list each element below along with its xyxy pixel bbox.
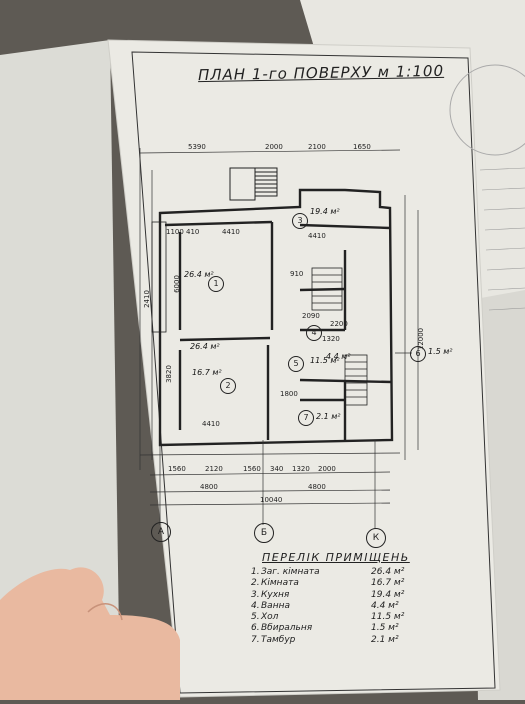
dim-bottom-1560-a: 1560 — [168, 465, 186, 473]
room-1-area: 26.4 м² — [184, 270, 214, 279]
room-2-area: 16.7 м² — [192, 368, 222, 377]
paper-sheet — [107, 39, 501, 698]
stair-top — [229, 167, 278, 201]
dim-910: 910 — [290, 270, 304, 278]
legend-heading: ПЕРЕЛІК ПРИМІЩЕНЬ — [262, 551, 410, 564]
dim-bottom-1320: 1320 — [292, 465, 310, 473]
finger-edge — [87, 603, 123, 621]
dim-1100: 1100 — [166, 228, 184, 236]
room-3-area: 19.4 м² — [310, 207, 340, 216]
legend-name: Вбиральня — [261, 623, 313, 634]
legend-num: 4. — [251, 600, 260, 611]
legend-row: 4. Ванна 4.4 м² — [251, 601, 421, 612]
dim-bottom-2120: 2120 — [205, 465, 223, 473]
legend-area: 26.4 м² — [371, 567, 405, 577]
dim-1800: 1800 — [280, 390, 298, 398]
room-1-marker: 1 — [208, 276, 224, 292]
dim-4410-c: 4410 — [202, 420, 220, 428]
legend-name: Заг. кімната — [261, 567, 320, 577]
room-2-marker: 2 — [220, 378, 236, 394]
dim-4410-a: 4410 — [222, 228, 240, 236]
dim-410: 410 — [186, 228, 200, 236]
balcony-window — [151, 221, 167, 333]
dim-2200: 2200 — [330, 320, 348, 328]
dim-half-4800-a: 4800 — [200, 483, 218, 491]
legend-num: 5. — [251, 612, 260, 623]
room-7-area: 2.1 м² — [316, 412, 341, 421]
dim-top-total: 5390 — [188, 143, 206, 151]
legend-row: 6. Вбиральня 1.5 м² — [251, 623, 421, 634]
legend-row: 5. Хол 11.5 м² — [251, 612, 421, 623]
dim-top-b: 2100 — [308, 143, 326, 151]
drawing-frame — [131, 51, 496, 694]
dimension-lines — [139, 148, 419, 528]
legend-row: 1. Заг. кімната 26.4 м² — [251, 567, 421, 578]
legend-num: 1. — [251, 567, 260, 577]
room-7-marker: 7 — [298, 410, 314, 426]
room-6-area: 1.5 м² — [428, 347, 453, 356]
dim-top-c: 1650 — [353, 143, 371, 151]
legend-name: Кімната — [261, 578, 299, 589]
dim-3820: 3820 — [164, 365, 173, 383]
legend-row: 3. Кухня 19.4 м² — [251, 590, 421, 601]
room-5-area: 11.5 м² — [310, 356, 340, 365]
legend-name: Хол — [261, 612, 279, 623]
axis-marker-a: A — [151, 522, 171, 542]
room-4-marker: 4 — [306, 325, 322, 341]
room-3-marker: 3 — [292, 213, 308, 229]
legend-area: 16.7 м² — [371, 578, 405, 589]
legend-name: Тамбур — [261, 634, 296, 645]
room-6-marker: 6 — [410, 346, 426, 362]
legend-num: 7. — [251, 634, 260, 645]
room-5-marker: 5 — [288, 356, 304, 372]
legend-num: 3. — [251, 589, 260, 600]
dim-bottom-340: 340 — [270, 465, 284, 473]
stamp-seal — [449, 64, 525, 156]
legend-row: 7. Тамбур 2.1 м² — [251, 635, 421, 646]
side-table — [479, 167, 525, 311]
dim-half-4800-b: 4800 — [308, 483, 326, 491]
stair-inner — [311, 267, 368, 406]
dim-2410: 2410 — [142, 290, 151, 308]
legend-num: 6. — [251, 623, 260, 634]
dim-4410-b: 4410 — [308, 232, 326, 240]
legend-area: 1.5 м² — [371, 623, 399, 634]
axis-marker-k: К — [366, 528, 386, 548]
room-4-area: 4.4 м² — [326, 352, 351, 361]
legend-area: 19.4 м² — [371, 589, 405, 600]
legend-name: Кухня — [261, 589, 290, 600]
dim-bottom-1560-b: 1560 — [243, 465, 261, 473]
legend-area: 2.1 м² — [371, 634, 399, 645]
dim-overall: 10040 — [260, 496, 283, 504]
axis-marker-b: Б — [254, 523, 274, 543]
dim-2090: 2090 — [302, 312, 320, 320]
hand — [0, 567, 180, 700]
floor-plan-walls — [158, 188, 394, 447]
legend-row: 2. Кімната 16.7 м² — [251, 578, 421, 589]
legend-area: 11.5 м² — [371, 612, 405, 623]
dim-6000: 6000 — [172, 275, 181, 293]
dim-bottom-2000: 2000 — [318, 465, 336, 473]
legend-name: Ванна — [261, 600, 290, 611]
room-legend: 1. Заг. кімната 26.4 м² 2. Кімната 16.7 … — [251, 567, 421, 646]
dim-top-a: 2000 — [265, 143, 283, 151]
legend-area: 4.4 м² — [371, 600, 399, 611]
legend-num: 2. — [251, 578, 260, 589]
dim-1320: 1320 — [322, 335, 340, 343]
room-kitchen-extra-area: 26.4 м² — [190, 342, 220, 351]
background-sheet-left — [0, 40, 120, 700]
